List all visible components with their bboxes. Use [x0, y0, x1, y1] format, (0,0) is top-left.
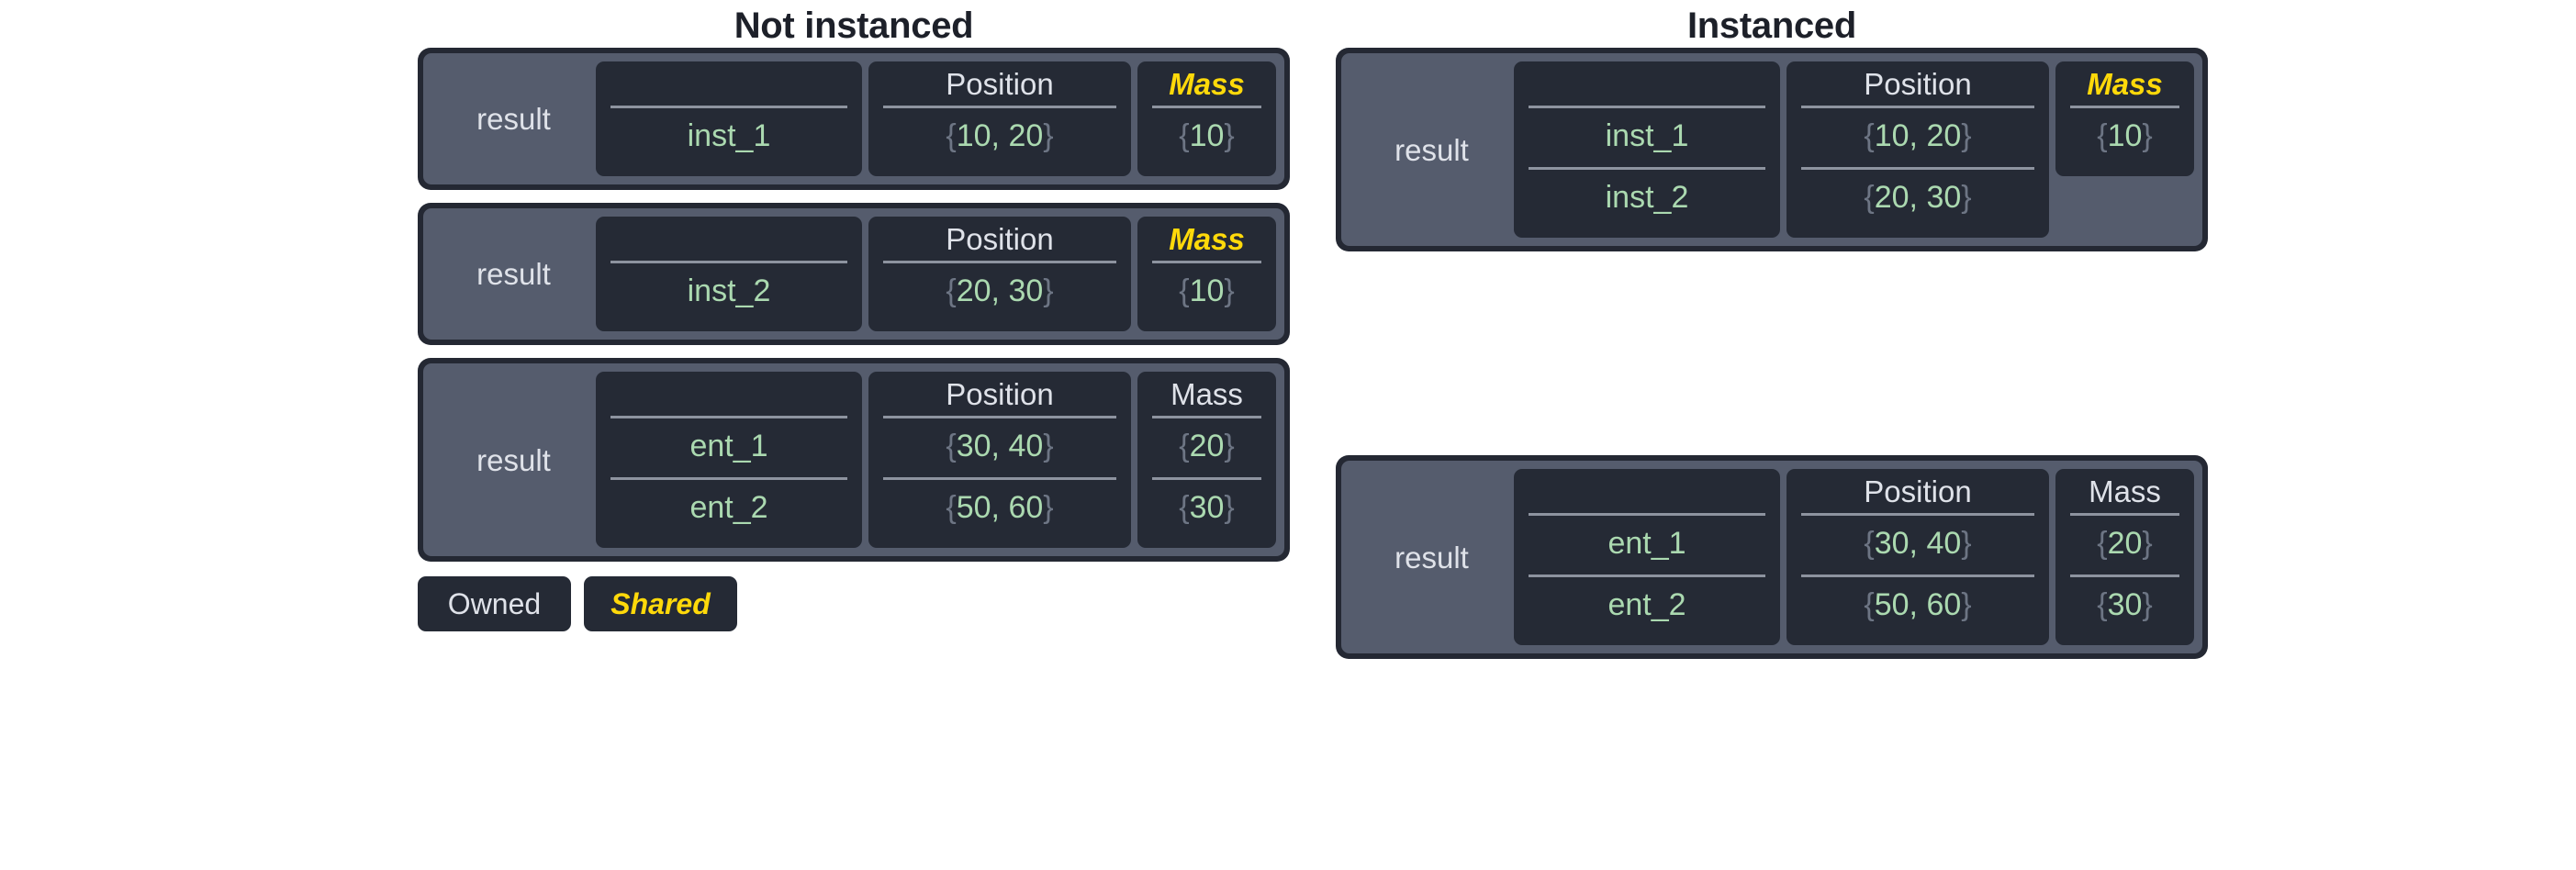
cell-position: {10, 20}: [883, 106, 1116, 167]
cell-position: {30, 40}: [1801, 513, 2034, 574]
table-instanced-2: result ent_1 ent_2 Position {30, 40} {50…: [1336, 455, 2208, 659]
cell-mass: {20}: [2070, 513, 2179, 574]
cell-mass: {30}: [2070, 574, 2179, 636]
column-header-mass: Mass: [2089, 474, 2161, 508]
column-heading-not-instanced: Not instanced: [734, 6, 974, 46]
column-card-name: inst_2: [596, 217, 862, 331]
result-label: result: [476, 442, 551, 477]
column-card-name: ent_1 ent_2: [1514, 469, 1780, 645]
column-card-name: inst_1: [596, 61, 862, 176]
cell-mass: {10}: [1152, 106, 1261, 167]
column-card-mass: Mass {20} {30}: [2055, 469, 2194, 645]
cell-name: ent_2: [1529, 574, 1765, 636]
column-card-name: ent_1 ent_2: [596, 372, 862, 548]
column-header-mass: Mass: [1169, 222, 1245, 256]
table-not-instanced-3: result ent_1 ent_2 Position {30, 40} {50…: [418, 358, 1290, 562]
cell-name: inst_2: [1529, 167, 1765, 229]
column-header-position: Position: [1864, 67, 1972, 101]
column-header-name: [610, 222, 847, 261]
column-header-position: Position: [946, 377, 1054, 411]
result-label: result: [1394, 540, 1469, 574]
column-header-position: Position: [1864, 474, 1972, 508]
column-card-name: inst_1 inst_2: [1514, 61, 1780, 238]
column-heading-instanced: Instanced: [1686, 6, 1857, 46]
column-header-name: [610, 377, 847, 416]
column-header-position: Position: [946, 222, 1054, 256]
cell-name: inst_2: [610, 261, 847, 322]
cell-position: {10, 20}: [1801, 106, 2034, 167]
cell-name: inst_1: [1529, 106, 1765, 167]
column-instanced: Instanced result inst_1 inst_2 Position …: [1336, 0, 2208, 672]
cell-position: {20, 30}: [1801, 167, 2034, 229]
column-card-mass: Mass {10}: [1137, 217, 1276, 331]
cell-name: inst_1: [610, 106, 847, 167]
cell-position: {50, 60}: [883, 477, 1116, 539]
column-not-instanced: Not instanced result inst_1 Position {10…: [418, 0, 1290, 631]
column-card-mass-shared: Mass {10}: [2055, 61, 2194, 176]
cell-mass: {20}: [1152, 416, 1261, 477]
column-header-name: [1529, 67, 1765, 106]
cell-mass: {30}: [1152, 477, 1261, 539]
cell-position: {50, 60}: [1801, 574, 2034, 636]
legend: Owned Shared: [418, 576, 1290, 631]
cell-position: {30, 40}: [883, 416, 1116, 477]
vertical-spacer: [1336, 264, 2208, 455]
column-card-position: Position {30, 40} {50, 60}: [868, 372, 1131, 548]
table-not-instanced-1: result inst_1 Position {10, 20} Mass {10…: [418, 48, 1290, 190]
column-card-position: Position {30, 40} {50, 60}: [1786, 469, 2049, 645]
column-card-position: Position {10, 20} {20, 30}: [1786, 61, 2049, 238]
cell-position: {20, 30}: [883, 261, 1116, 322]
column-card-position: Position {10, 20}: [868, 61, 1131, 176]
column-header-name: [1529, 474, 1765, 513]
table-not-instanced-2: result inst_2 Position {20, 30} Mass {10…: [418, 203, 1290, 345]
column-header-name: [610, 67, 847, 106]
cell-mass-shared: {10}: [2070, 106, 2179, 167]
column-card-mass: Mass {10}: [1137, 61, 1276, 176]
column-header-mass: Mass: [2087, 67, 2163, 101]
result-label: result: [476, 102, 551, 136]
result-label: result: [1394, 132, 1469, 167]
column-card-position: Position {20, 30}: [868, 217, 1131, 331]
column-header-mass: Mass: [1170, 377, 1243, 411]
column-card-mass: Mass {20} {30}: [1137, 372, 1276, 548]
legend-chip-owned: Owned: [418, 576, 571, 631]
column-header-mass: Mass: [1169, 67, 1245, 101]
table-instanced-1: result inst_1 inst_2 Position {10, 20} {…: [1336, 48, 2208, 251]
cell-name: ent_1: [610, 416, 847, 477]
cell-name: ent_2: [610, 477, 847, 539]
column-header-position: Position: [946, 67, 1054, 101]
cell-mass: {10}: [1152, 261, 1261, 322]
legend-chip-shared: Shared: [584, 576, 737, 631]
result-label: result: [476, 257, 551, 291]
cell-name: ent_1: [1529, 513, 1765, 574]
